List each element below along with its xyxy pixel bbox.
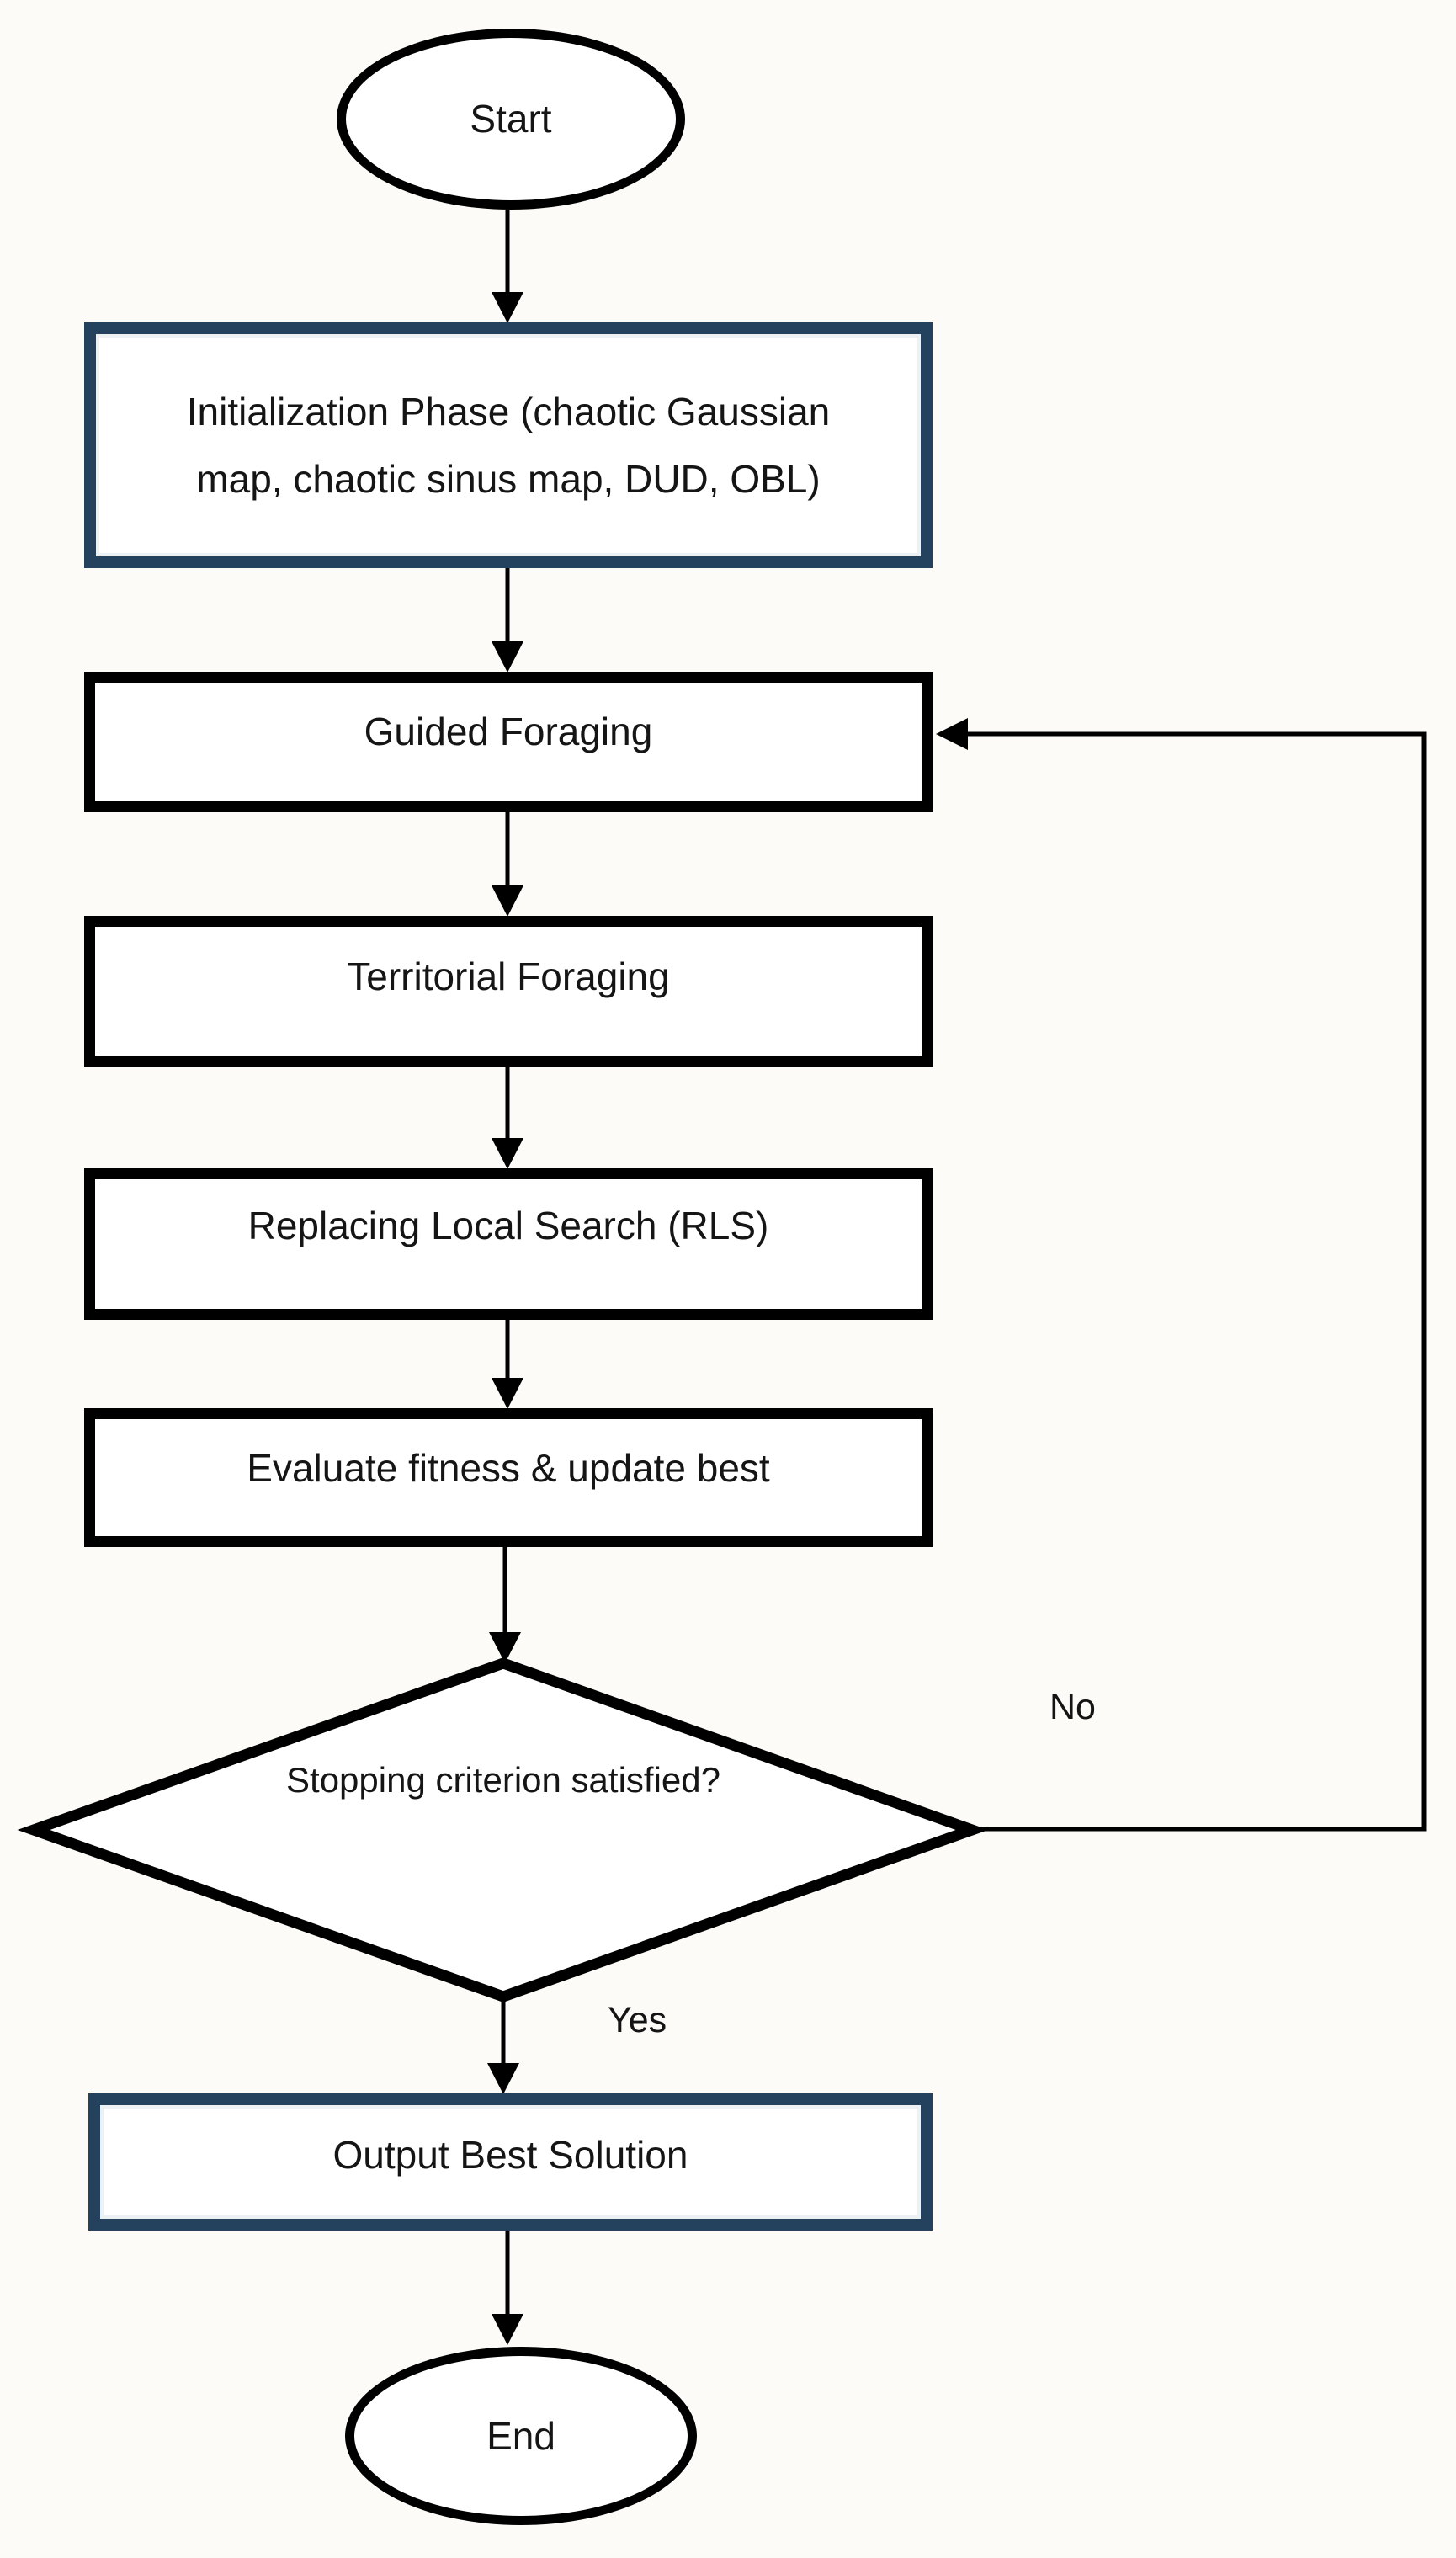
edge-territorial-rls	[492, 1067, 523, 1169]
edge-no-loop	[936, 718, 1427, 1832]
territorial-foraging-process-box: Territorial Foraging	[84, 916, 933, 1067]
output-best-solution-process-box: Output Best Solution	[88, 2093, 933, 2231]
edge-rls-evaluate	[492, 1320, 523, 1409]
end-terminator: End	[345, 2347, 697, 2525]
initialization-process-box: Initialization Phase (chaotic Gaussian m…	[84, 322, 933, 568]
evaluate-fitness-process-box: Evaluate fitness & update best	[84, 1408, 933, 1547]
no-edge-label: No	[1049, 1687, 1096, 1727]
output-best-solution-label: Output Best Solution	[332, 2133, 688, 2178]
yes-edge-label: Yes	[608, 2000, 667, 2040]
edge-output-end	[492, 2231, 523, 2345]
edge-init-guided	[492, 568, 523, 673]
evaluate-fitness-label: Evaluate fitness & update best	[247, 1446, 770, 1491]
edge-evaluate-decision	[489, 1547, 521, 1663]
edge-start-init	[492, 210, 523, 323]
replacing-local-search-process-box: Replacing Local Search (RLS)	[84, 1168, 933, 1320]
start-terminator: Start	[337, 29, 685, 210]
initialization-label: Initialization Phase (chaotic Gaussian m…	[186, 389, 831, 502]
edge-guided-territorial	[492, 812, 523, 917]
start-label: Start	[470, 97, 552, 141]
edge-decision-output	[487, 1997, 519, 2094]
guided-foraging-process-box: Guided Foraging	[84, 672, 933, 812]
decision-diamond	[17, 1657, 989, 2002]
replacing-local-search-label: Replacing Local Search (RLS)	[247, 1203, 769, 1247]
stopping-criterion-decision-label: Stopping criterion satisfied?	[286, 1760, 720, 1800]
guided-foraging-label: Guided Foraging	[364, 710, 653, 754]
territorial-foraging-label: Territorial Foraging	[347, 954, 670, 998]
end-label: End	[486, 2413, 555, 2458]
